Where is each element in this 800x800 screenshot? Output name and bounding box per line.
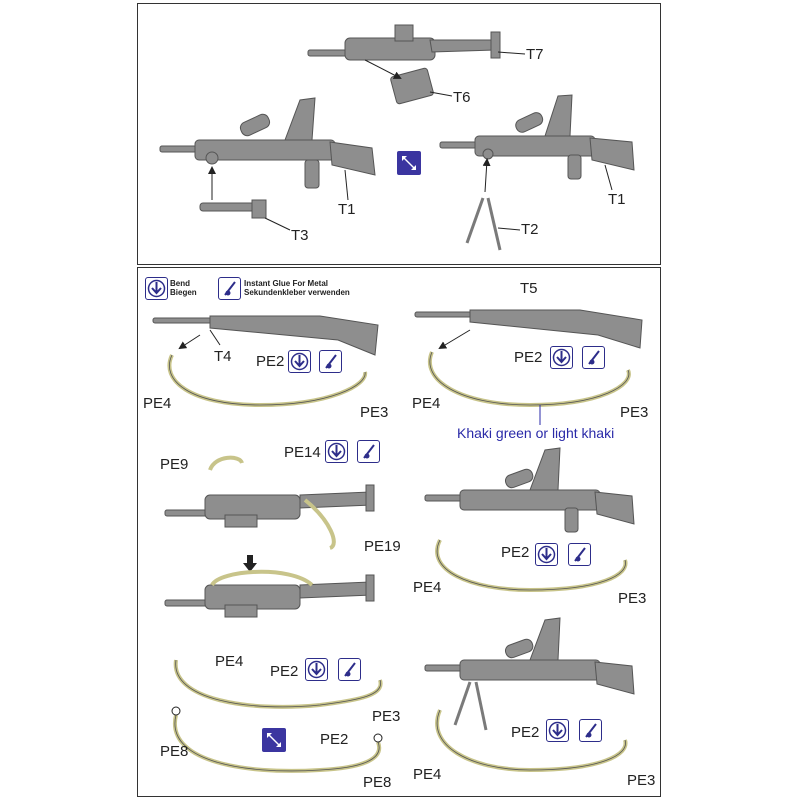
glue-icon [319,350,342,373]
sten-step3a [164,484,375,528]
bend-icon [546,719,569,742]
label-step5-pe2: PE2 [270,663,299,680]
arrow-t2 [482,158,491,193]
label-step4-pe3: PE3 [618,590,647,607]
sten-step3b [164,574,375,618]
label-t1-left: T1 [338,201,356,218]
glue-icon [582,346,605,369]
label-step1-pe4: PE4 [143,395,172,412]
bren-gun-left [159,97,376,189]
arrow-t6 [364,59,402,79]
bren-gun-right [439,94,635,180]
label-t2: T2 [521,221,539,238]
glue-icon [568,543,591,566]
legend-bend-en: Bend [170,279,190,288]
sten-gun-top [307,24,501,61]
rotate-view-icon [397,151,421,175]
label-step4-pe4: PE4 [413,579,442,596]
label-step2-pe3: PE3 [620,404,649,421]
glue-icon [218,277,241,300]
label-t5: T5 [520,280,538,297]
label-step2-pe4: PE4 [412,395,441,412]
leader-t2 [497,227,521,231]
label-pe8-left: PE8 [160,743,189,760]
bren-step4 [424,447,635,533]
t3-part [199,199,267,219]
legend-glue-en: Instant Glue For Metal [244,279,329,288]
glue-icon [357,440,380,463]
rotate-view-icon [262,728,286,752]
bottom-sling-panel [137,267,661,797]
bend-icon [305,658,328,681]
leader-t7 [497,51,526,55]
label-step7-pe3: PE3 [627,772,656,789]
label-pe19: PE19 [364,538,401,555]
label-t3: T3 [291,227,309,244]
bend-icon [325,440,348,463]
label-pe9: PE9 [160,456,189,473]
label-step1-pe2: PE2 [256,353,285,370]
label-step6-pe2: PE2 [320,731,349,748]
leader-t6 [429,91,453,97]
label-step7-pe2: PE2 [511,724,540,741]
leader-t1-right [604,164,613,191]
bend-icon [535,543,558,566]
leader-t1-left [344,169,349,201]
legend-glue-de: Sekundenkleber verwenden [244,288,350,297]
label-step7-pe4: PE4 [413,766,442,783]
bend-icon [288,350,311,373]
label-pe8-right: PE8 [363,774,392,791]
label-t1-right: T1 [608,191,626,208]
label-step5-pe3: PE3 [372,708,401,725]
label-step1-pe3: PE3 [360,404,389,421]
t6-part [390,67,434,105]
t2-bipod [465,197,502,251]
bren-step7 [424,617,635,695]
bend-icon [145,277,168,300]
khaki-note: Khaki green or light khaki [457,425,615,441]
bipod-step7 [453,681,488,731]
glue-icon [338,658,361,681]
label-t4: T4 [214,348,232,365]
label-t7: T7 [526,46,544,63]
leader-t3 [264,217,291,231]
label-pe14: PE14 [284,444,321,461]
legend-bend-de: Biegen [170,288,197,297]
label-step4-pe2: PE2 [501,544,530,561]
glue-icon [579,719,602,742]
label-step5-pe4: PE4 [215,653,244,670]
label-step2-pe2: PE2 [514,349,543,366]
rifle-step1 [152,315,379,356]
label-t6: T6 [453,89,471,106]
rifle-step2 [414,309,643,349]
bend-icon [550,346,573,369]
